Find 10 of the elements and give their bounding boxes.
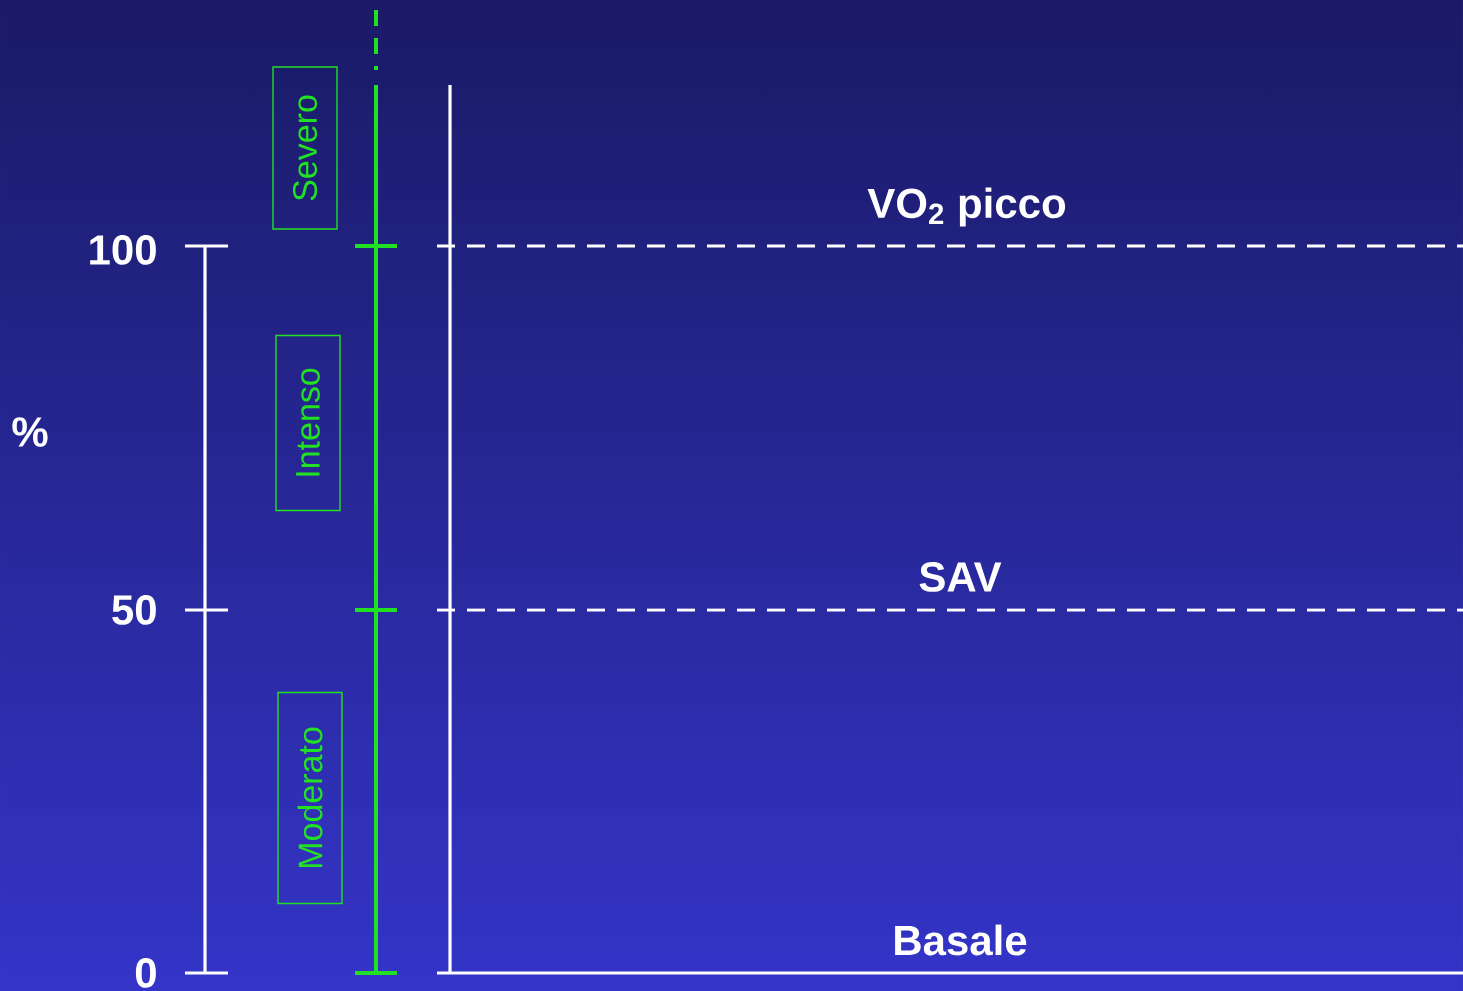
zone-box: Moderato [277, 691, 343, 905]
line-label: SAV [919, 562, 1002, 592]
zone-box: Severo [272, 66, 338, 230]
tick-label: 0 [135, 958, 156, 988]
tick-label: 50 [112, 595, 156, 625]
axis-label: % [12, 417, 48, 447]
line-label: Basale [895, 924, 1027, 956]
zone-box: Intenso [275, 334, 341, 512]
line-label: VO$_{2}$ picco [867, 187, 1066, 227]
tick-label: 100 [90, 235, 156, 265]
